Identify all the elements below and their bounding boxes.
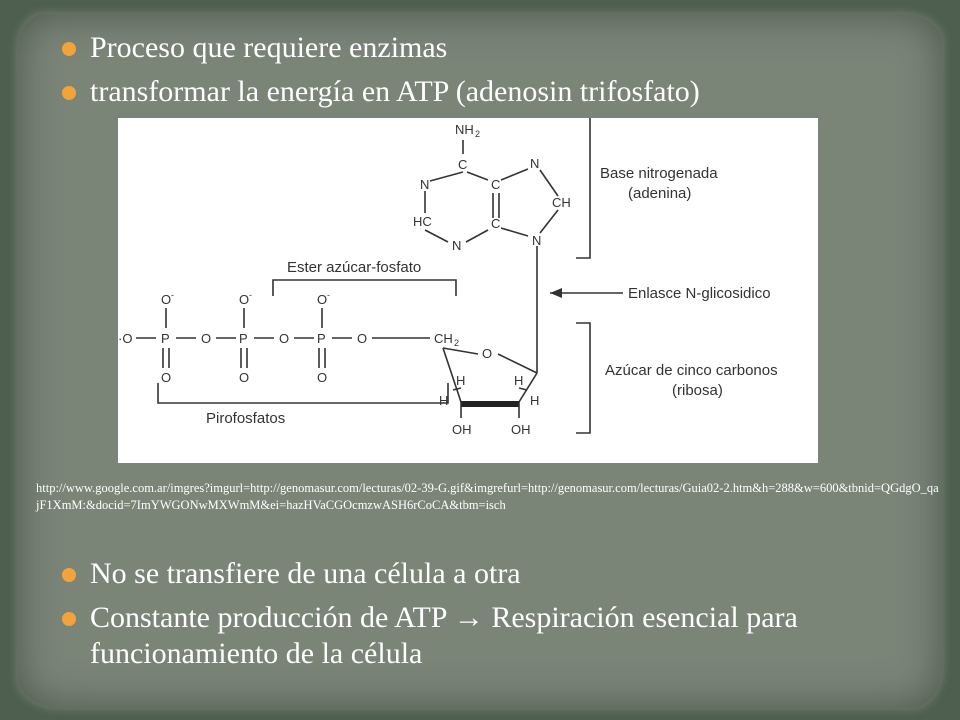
atom-p: P [317,331,326,346]
sugar-label: Azúcar de cinco carbonos [605,362,778,379]
atom-o: O [201,331,211,346]
atom-c: C [458,157,467,172]
bullet-text: Proceso que requiere enzimas [90,31,448,64]
atom-h: H [514,373,523,388]
atom-hc: HC [413,214,432,229]
atom-o-minus: O [161,292,171,307]
atom-o: O [357,331,367,346]
atom-o: O [161,370,171,385]
base-label: Base nitrogenada [600,165,718,182]
bullet-dot-icon [62,568,76,582]
atom-n: N [530,156,539,171]
nh2-label: NH [455,122,474,137]
atp-structure-svg: NH 2 C N C N CH HC C N N ·O O - O - O - … [118,118,778,437]
nh2-subscript: 2 [475,129,480,139]
bullet-dot-icon [62,42,76,56]
base-sublabel: (adenina) [628,185,691,202]
bullet-text: Constante producción de ATP → Respiració… [90,601,798,670]
ch2-subscript: 2 [454,338,459,348]
ester-label: Ester azúcar-fosfato [287,259,421,276]
atom-n: N [420,177,429,192]
atom-o-minus: O [239,292,249,307]
atom-o: O [279,331,289,346]
bullet-dot-icon [62,612,76,626]
bond-label: Enlasce N-glicosidico [628,285,771,302]
atom-h: H [456,373,465,388]
bullet-list-top: Proceso que requiere enzimas transformar… [62,30,700,118]
bullet-item: transformar la energía en ATP (adenosin … [62,74,700,110]
bullet-text: No se transfiere de una célula a otra [90,557,521,590]
atom-o: O [482,346,492,361]
bullet-item: Constante producción de ATP → Respiració… [62,600,922,672]
atom-n: N [532,233,541,248]
atom-p: P [161,331,170,346]
atom-o: O [317,370,327,385]
atom-n: N [452,238,461,253]
pyrophosphate-label: Pirofosfatos [206,410,285,427]
oh-label: OH [452,422,472,437]
charge-minus: - [171,290,174,300]
atom-h: H [439,393,448,408]
bullet-item: No se transfiere de una célula a otra [62,556,922,592]
bullet-list-bottom: No se transfiere de una célula a otra Co… [62,556,922,680]
atom-c: C [491,177,500,192]
atom-o: O [239,370,249,385]
charge-minus: - [327,290,330,300]
oh-label: OH [511,422,531,437]
atom-p: P [239,331,248,346]
sugar-sublabel: (ribosa) [672,382,723,399]
atom-ch: CH [552,195,571,210]
source-url[interactable]: http://www.google.com.ar/imgres?imgurl=h… [36,481,939,512]
charge-minus: - [249,290,252,300]
atom-o-minus: ·O [118,331,132,346]
atom-c: C [491,216,500,231]
ch2-label: CH [434,331,453,346]
atom-o-minus: O [317,292,327,307]
bullet-dot-icon [62,86,76,100]
bullet-item: Proceso que requiere enzimas [62,30,700,66]
atom-h: H [530,393,539,408]
bullet-text: transformar la energía en ATP (adenosin … [90,75,700,108]
atp-structure-diagram: NH 2 C N C N CH HC C N N ·O O - O - O - … [118,118,818,463]
